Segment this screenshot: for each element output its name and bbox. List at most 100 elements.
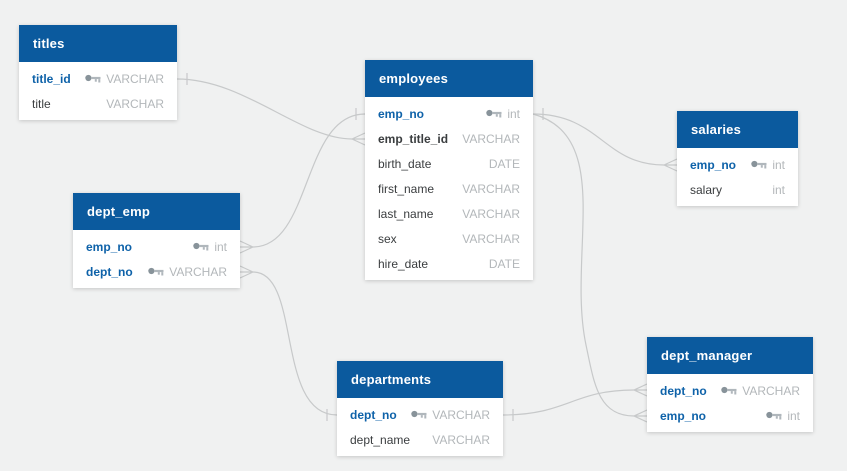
field-row-title[interactable]: title VARCHAR [19,91,177,116]
field-name: dept_no [350,407,397,422]
field-type-group: VARCHAR [148,265,227,279]
field-type: VARCHAR [462,206,520,221]
primary-key-icon [148,267,164,276]
field-type: VARCHAR [106,96,164,111]
field-type-group: VARCHAR [432,433,490,447]
field-type: VARCHAR [432,407,490,422]
field-row-sex[interactable]: sex VARCHAR [365,226,533,251]
table-title: titles [33,36,65,51]
field-type: DATE [488,156,520,171]
primary-key-icon [721,386,737,395]
field-type: VARCHAR [462,231,520,246]
field-type-group: VARCHAR [462,207,520,221]
table-title: dept_emp [87,204,151,219]
field-type: VARCHAR [169,264,227,279]
field-name: last_name [378,206,434,221]
field-type-group: VARCHAR [411,408,490,422]
primary-key-icon [751,160,767,169]
primary-key-icon [766,411,782,420]
field-name: emp_no [86,239,133,254]
field-type: VARCHAR [106,71,164,86]
field-type: VARCHAR [462,181,520,196]
field-type: VARCHAR [742,383,800,398]
table-title: dept_manager [661,348,753,363]
field-row-emp_no[interactable]: emp_no int [73,234,240,259]
table-header[interactable]: dept_manager [647,337,813,374]
field-type-group: int [751,158,785,172]
field-type: int [772,157,785,172]
table-header[interactable]: dept_emp [73,193,240,230]
table-header[interactable]: departments [337,361,503,398]
field-type-group: DATE [489,157,520,171]
field-type-group: DATE [489,257,520,271]
field-name: birth_date [378,156,432,171]
relationship-employees-deptmanager[interactable] [532,113,648,423]
table-header[interactable]: titles [19,25,177,62]
field-name: first_name [378,181,435,196]
relationship-departments-deptmanager[interactable] [502,383,648,421]
field-type: int [772,182,785,197]
field-type-group: int [766,409,800,423]
field-row-emp_title_id[interactable]: emp_title_id VARCHAR [365,126,533,151]
table-title: employees [379,71,449,86]
relationship-deptemp-employees[interactable] [239,108,366,254]
field-type-group: int [772,183,785,197]
field-row-first_name[interactable]: first_name VARCHAR [365,176,533,201]
primary-key-icon [85,74,101,83]
field-type: VARCHAR [462,131,520,146]
field-type: int [507,106,520,121]
table-header[interactable]: employees [365,60,533,97]
field-type: int [214,239,227,254]
field-name: salary [690,182,723,197]
field-type-group: VARCHAR [721,384,800,398]
field-row-last_name[interactable]: last_name VARCHAR [365,201,533,226]
field-row-emp_no[interactable]: emp_no int [647,403,813,428]
field-row-birth_date[interactable]: birth_date DATE [365,151,533,176]
field-type-group: VARCHAR [462,132,520,146]
field-row-dept_no[interactable]: dept_no VARCHAR [337,402,503,427]
field-type-group: VARCHAR [106,97,164,111]
field-type-group: int [193,240,227,254]
field-type-group: VARCHAR [85,72,164,86]
field-name: emp_no [690,157,737,172]
primary-key-icon [193,242,209,251]
field-type: VARCHAR [432,432,490,447]
table-header[interactable]: salaries [677,111,798,148]
primary-key-icon [486,109,502,118]
field-row-title_id[interactable]: title_id VARCHAR [19,66,177,91]
field-type-group: VARCHAR [462,182,520,196]
field-row-hire_date[interactable]: hire_date DATE [365,251,533,276]
field-name: title [32,96,51,111]
field-row-emp_no[interactable]: emp_no int [677,152,798,177]
relationship-employees-salaries[interactable] [532,108,678,172]
primary-key-icon [411,410,427,419]
relationship-titles-employees[interactable] [176,73,366,146]
field-type-group: VARCHAR [462,232,520,246]
relationship-deptemp-departments[interactable] [239,265,338,421]
field-type: int [787,408,800,423]
field-row-salary[interactable]: salary int [677,177,798,202]
field-name: emp_no [660,408,707,423]
field-name: sex [378,231,397,246]
field-name: hire_date [378,256,429,271]
field-name: emp_title_id [378,131,449,146]
field-name: title_id [32,71,71,86]
